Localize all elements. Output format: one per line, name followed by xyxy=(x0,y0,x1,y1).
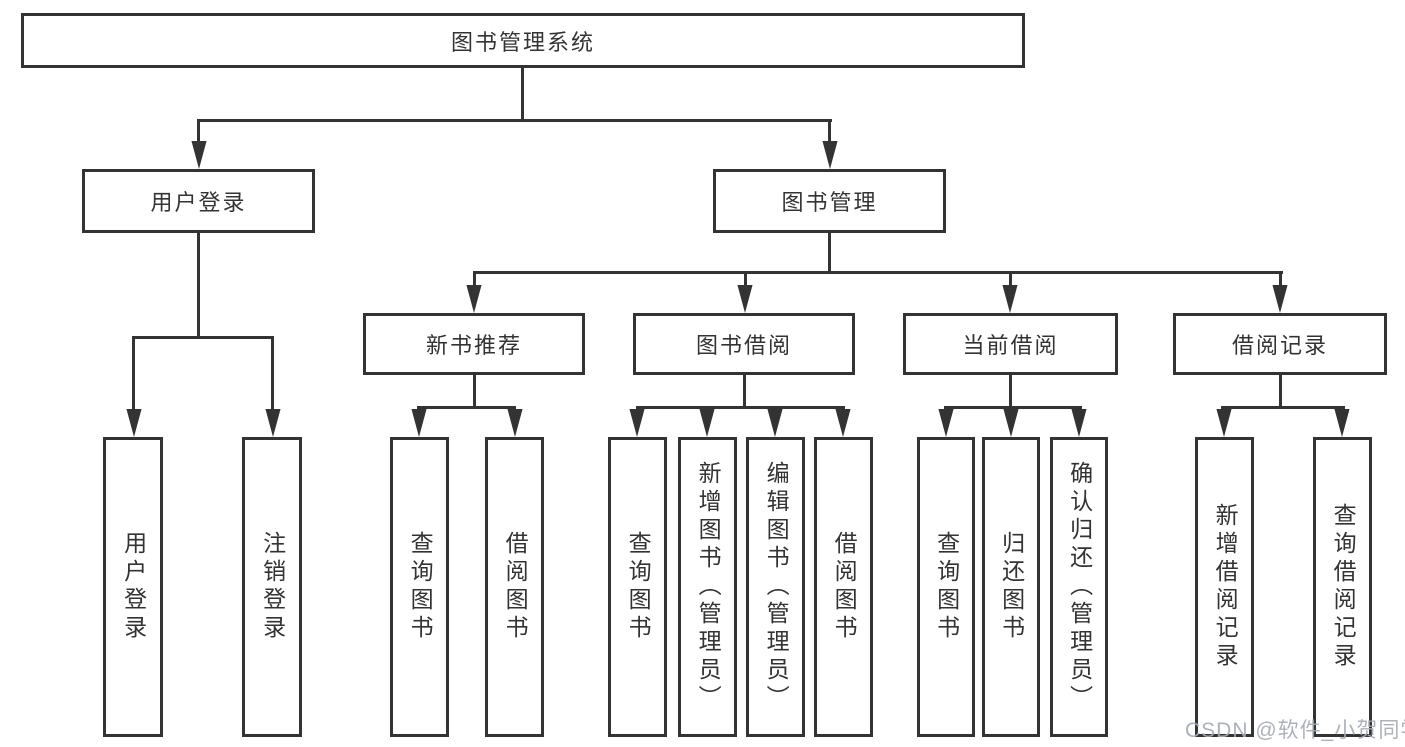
connector-line xyxy=(473,375,476,408)
leaf-confirm-return-admin: 确认归还（管理员） xyxy=(1050,437,1108,737)
arrowhead-icon xyxy=(699,409,715,437)
connector-line xyxy=(1009,375,1012,408)
node-user-login: 用户登录 xyxy=(82,169,315,233)
connector-line xyxy=(473,271,1283,274)
arrowhead-icon xyxy=(1071,409,1087,437)
arrowhead-icon xyxy=(835,409,851,437)
connector-line xyxy=(636,406,845,409)
connector-line xyxy=(1009,271,1012,289)
node-book-borrowing: 图书借阅 xyxy=(633,313,855,375)
csdn-watermark: CSDN @软件_小贺同学 xyxy=(1185,719,1405,742)
connector-line xyxy=(197,119,832,122)
leaf-add-borrow-record: 新增借阅记录 xyxy=(1195,437,1254,737)
connector-line xyxy=(828,119,831,146)
leaf-query-books-recommend: 查询图书 xyxy=(390,437,449,737)
connector-line xyxy=(944,406,1082,409)
connector-line xyxy=(1221,406,1345,409)
node-borrow-records: 借阅记录 xyxy=(1173,313,1387,375)
leaf-query-books-current: 查询图书 xyxy=(917,437,975,737)
arrowhead-icon xyxy=(1334,409,1350,437)
arrowhead-icon xyxy=(822,141,838,169)
leaf-borrow-books: 借阅图书 xyxy=(814,437,873,737)
arrowhead-icon xyxy=(1003,409,1019,437)
arrowhead-icon xyxy=(507,409,523,437)
arrowhead-icon xyxy=(1216,409,1232,437)
leaf-add-books-admin: 新增图书（管理员） xyxy=(678,437,737,737)
connector-line xyxy=(1279,271,1282,289)
connector-line xyxy=(1279,375,1282,408)
node-current-borrowing: 当前借阅 xyxy=(903,313,1118,375)
leaf-query-borrow-record: 查询借阅记录 xyxy=(1313,437,1372,737)
arrowhead-icon xyxy=(1272,285,1288,313)
leaf-user-login: 用户登录 xyxy=(103,437,163,737)
arrowhead-icon xyxy=(1002,285,1018,313)
connector-line xyxy=(743,375,746,408)
arrowhead-icon xyxy=(191,141,207,169)
connector-line xyxy=(828,233,831,274)
connector-line xyxy=(197,233,200,338)
connector-line xyxy=(132,336,274,339)
connector-line xyxy=(132,336,135,412)
connector-line xyxy=(521,68,524,121)
connector-line xyxy=(197,119,200,146)
connector-line xyxy=(744,271,747,289)
connector-line xyxy=(473,271,476,289)
connector-line xyxy=(417,406,516,409)
node-new-book-recommend: 新书推荐 xyxy=(363,313,585,375)
arrowhead-icon xyxy=(411,409,427,437)
arrowhead-icon xyxy=(126,409,142,437)
leaf-logout: 注销登录 xyxy=(242,437,302,737)
arrowhead-icon xyxy=(938,409,954,437)
arrowhead-icon xyxy=(466,285,482,313)
leaf-edit-books-admin: 编辑图书（管理员） xyxy=(746,437,805,737)
leaf-return-books: 归还图书 xyxy=(982,437,1040,737)
arrowhead-icon xyxy=(265,409,281,437)
connector-line xyxy=(271,336,274,412)
arrowhead-icon xyxy=(737,285,753,313)
arrowhead-icon xyxy=(767,409,783,437)
node-book-management: 图书管理 xyxy=(713,169,946,233)
leaf-query-books-borrowing: 查询图书 xyxy=(608,437,667,737)
node-library-system: 图书管理系统 xyxy=(21,13,1025,68)
arrowhead-icon xyxy=(629,409,645,437)
leaf-borrow-books-recommend: 借阅图书 xyxy=(485,437,544,737)
